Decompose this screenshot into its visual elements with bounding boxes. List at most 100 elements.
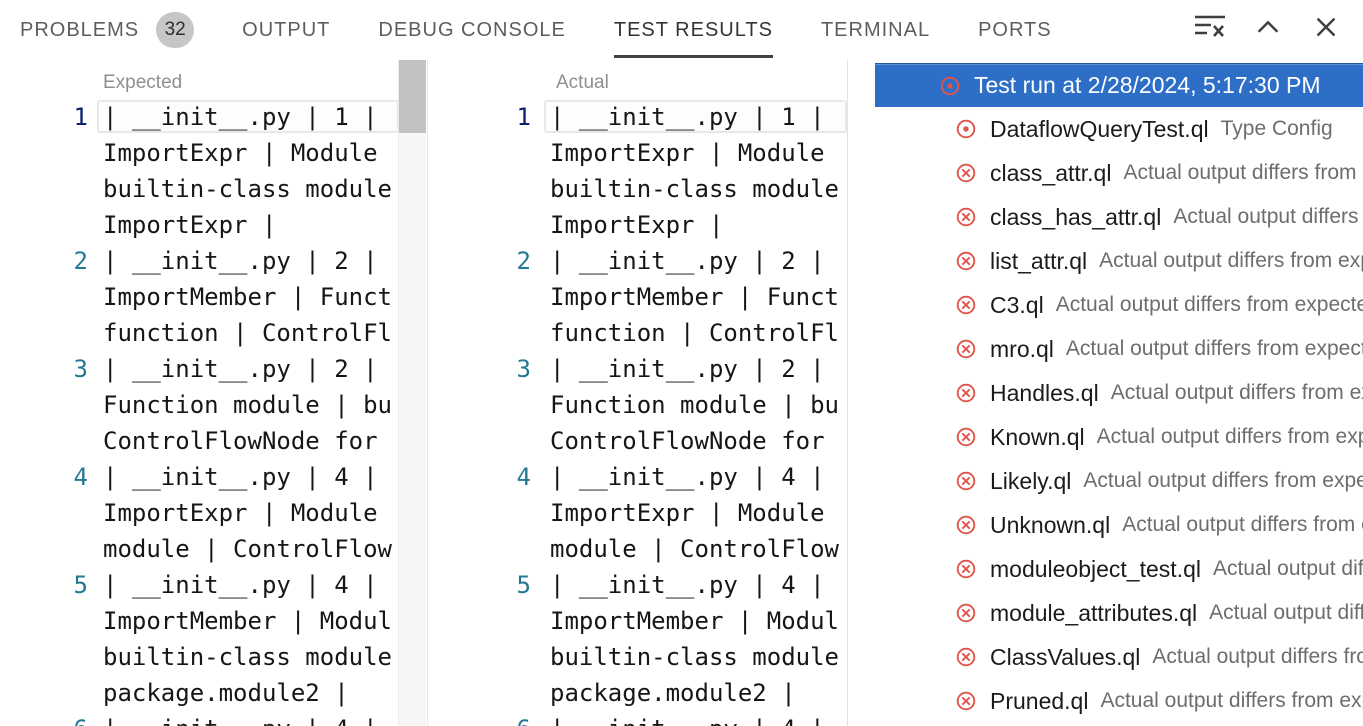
maximize-panel-button[interactable] — [1251, 13, 1285, 47]
test-name: ClassValues.ql — [990, 644, 1140, 671]
tab-problems[interactable]: PROBLEMS 32 — [20, 0, 194, 60]
test-results-tree: Test run at 2/28/2024, 5:17:30 PMDataflo… — [875, 60, 1363, 726]
tab-label: PORTS — [978, 19, 1052, 42]
code-row[interactable]: function | ControlFl — [550, 315, 839, 351]
code-row[interactable]: | __init__.py | 4 | — [550, 711, 839, 726]
code-row[interactable]: | __init__.py | 1 | — [550, 99, 839, 135]
code-row[interactable]: ControlFlowNode for — [103, 423, 392, 459]
code-row[interactable]: | __init__.py | 1 | — [103, 99, 392, 135]
circle-x-icon — [955, 470, 977, 492]
circle-x-icon — [955, 162, 977, 184]
code-row[interactable]: ImportMember | Funct — [103, 279, 392, 315]
code-row[interactable]: module | ControlFlow — [103, 531, 392, 567]
actual-pane: Actual | __init__.py | 1 |ImportExpr | M… — [427, 60, 875, 726]
line-number: 1 — [428, 99, 531, 135]
test-item-pruned-ql[interactable]: Pruned.qlActual output differs from expe… — [875, 679, 1363, 723]
panel-tabs: PROBLEMS 32 OUTPUT DEBUG CONSOLE TEST RESULT… — [20, 0, 1100, 60]
code-row[interactable]: package.module2 | — [103, 675, 392, 711]
test-description: Actual output differs from expected — [1111, 381, 1363, 405]
code-row[interactable]: | __init__.py | 2 | — [550, 243, 839, 279]
scrollbar-thumb[interactable] — [399, 60, 426, 133]
circle-x-icon — [955, 558, 977, 580]
line-number: 2 — [0, 243, 88, 279]
tab-debug-console[interactable]: DEBUG CONSOLE — [378, 0, 565, 60]
code-row[interactable]: function | ControlFl — [103, 315, 392, 351]
line-number: 2 — [428, 243, 531, 279]
test-description: Actual output differs from expected — [1152, 645, 1363, 669]
code-row[interactable]: ControlFlowNode for — [550, 423, 839, 459]
close-panel-button[interactable] — [1309, 13, 1343, 47]
code-row[interactable]: ImportMember | Funct — [550, 279, 839, 315]
code-row[interactable]: | __init__.py | 2 | — [103, 351, 392, 387]
test-run-row[interactable]: Test run at 2/28/2024, 5:17:30 PM — [875, 63, 1363, 107]
tab-ports[interactable]: PORTS — [978, 0, 1052, 60]
code-row[interactable]: package.module2 | — [550, 675, 839, 711]
test-name: Pruned.ql — [990, 688, 1088, 715]
code-row[interactable]: module | ControlFlow — [550, 531, 839, 567]
test-item-module-attributes-ql[interactable]: module_attributes.qlActual output differ… — [875, 591, 1363, 635]
tab-label: PROBLEMS — [20, 19, 139, 42]
test-item-known-ql[interactable]: Known.qlActual output differs from expec… — [875, 415, 1363, 459]
diff-editor: Expected | __init__.py | 1 |ImportExpr |… — [0, 60, 875, 726]
test-item-likely-ql[interactable]: Likely.qlActual output differs from expe… — [875, 459, 1363, 503]
test-item-class-attr-ql[interactable]: class_attr.qlActual output differs from … — [875, 151, 1363, 195]
code-row[interactable]: | __init__.py | 4 | — [103, 567, 392, 603]
code-row[interactable]: builtin-class module — [103, 171, 392, 207]
line-number: 6 — [428, 711, 531, 726]
test-item-handles-ql[interactable]: Handles.ql Actual output differs from exp… — [875, 371, 1363, 415]
code-row[interactable]: builtin-class module — [550, 171, 839, 207]
test-description: Actual output differs from expected — [1056, 293, 1363, 317]
test-description: Actual output differs from expected — [1173, 205, 1363, 229]
code-row[interactable]: ImportExpr | Module — [103, 495, 392, 531]
code-row[interactable]: ImportMember | Modul — [103, 603, 392, 639]
code-row[interactable]: ImportExpr | — [550, 207, 839, 243]
code-row[interactable]: | __init__.py | 2 | — [103, 243, 392, 279]
test-description: Actual output differs from expected — [1123, 161, 1363, 185]
test-item-mro-ql[interactable]: mro.qlActual output differs from expecte… — [875, 327, 1363, 371]
test-description: Type Config — [1221, 117, 1333, 141]
circle-x-icon — [955, 514, 977, 536]
code-row[interactable]: Function module | bu — [550, 387, 839, 423]
problems-count-badge: 32 — [156, 12, 194, 48]
code-row[interactable]: builtin-class module — [550, 639, 839, 675]
test-item-moduleobject-test-ql[interactable]: moduleobject_test.qlActual output differ… — [875, 547, 1363, 591]
expected-code[interactable]: | __init__.py | 1 |ImportExpr | Modulebu… — [103, 99, 392, 726]
tab-terminal[interactable]: TERMINAL — [821, 0, 930, 60]
circle-x-icon — [955, 206, 977, 228]
pane-divider — [847, 60, 848, 726]
tab-test-results[interactable]: TEST RESULTS — [614, 0, 773, 60]
code-row[interactable]: | __init__.py | 2 | — [550, 351, 839, 387]
circle-x-icon — [955, 338, 977, 360]
code-row[interactable]: | __init__.py | 4 | — [550, 459, 839, 495]
actual-code[interactable]: | __init__.py | 1 |ImportExpr | Modulebu… — [550, 99, 839, 726]
clear-test-results-button[interactable] — [1193, 13, 1227, 47]
code-row[interactable]: ImportExpr | Module — [550, 135, 839, 171]
test-item-dataflowquerytest-ql[interactable]: DataflowQueryTest.qlType Config — [875, 107, 1363, 151]
code-row[interactable]: ImportExpr | — [103, 207, 392, 243]
test-item-unknown-ql[interactable]: Unknown.qlActual output differs from exp… — [875, 503, 1363, 547]
circle-dot-icon — [955, 118, 977, 140]
test-name: module_attributes.ql — [990, 600, 1197, 627]
tab-output[interactable]: OUTPUT — [242, 0, 330, 60]
code-row[interactable]: | __init__.py | 4 | — [103, 711, 392, 726]
code-row[interactable]: ImportExpr | Module — [550, 495, 839, 531]
code-row[interactable]: Function module | bu — [103, 387, 392, 423]
code-row[interactable]: builtin-class module — [103, 639, 392, 675]
test-description: Actual output differs from expected — [1083, 469, 1363, 493]
test-item-classvalues-ql[interactable]: ClassValues.ql Actual output differs from… — [875, 635, 1363, 679]
code-row[interactable]: | __init__.py | 4 | — [103, 459, 392, 495]
test-item-class-has-attr-ql[interactable]: class_has_attr.qlActual output differs f… — [875, 195, 1363, 239]
expected-pane-label: Expected — [103, 72, 182, 94]
code-row[interactable]: ImportExpr | Module — [103, 135, 392, 171]
expected-pane: Expected | __init__.py | 1 |ImportExpr |… — [0, 60, 426, 726]
test-name: Handles.ql — [990, 380, 1099, 407]
test-item-list-attr-ql[interactable]: list_attr.qlActual output differs from e… — [875, 239, 1363, 283]
test-item-c3-ql[interactable]: C3.qlActual output differs from expected — [875, 283, 1363, 327]
code-row[interactable]: ImportMember | Modul — [550, 603, 839, 639]
test-description: Actual output differs from expected — [1122, 513, 1363, 537]
test-description: Actual output differs from expected — [1099, 249, 1363, 273]
test-description: Actual output differs from expected — [1097, 425, 1363, 449]
code-row[interactable]: | __init__.py | 4 | — [550, 567, 839, 603]
tab-label: DEBUG CONSOLE — [378, 19, 565, 42]
expected-scrollbar[interactable] — [398, 60, 426, 726]
